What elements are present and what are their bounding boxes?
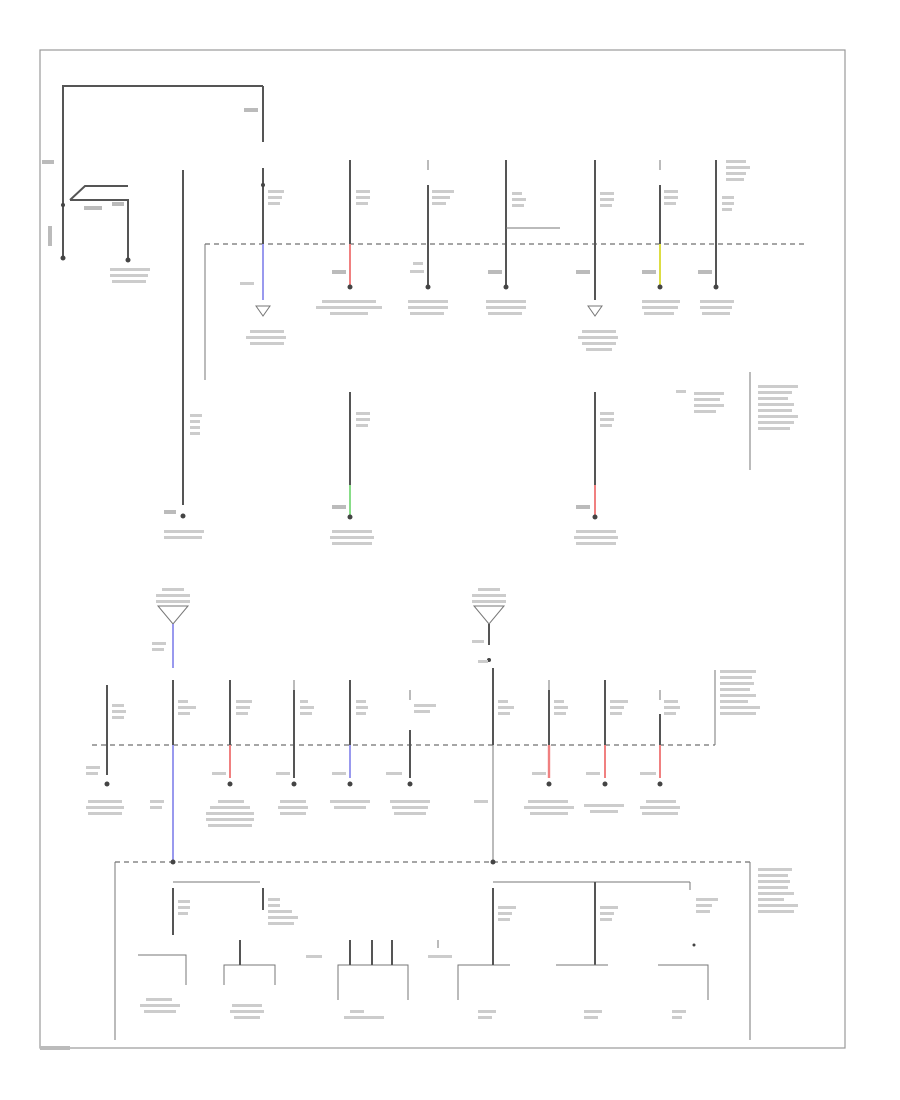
top-fuse-3 (408, 160, 454, 315)
footer-tag-box (40, 1046, 70, 1050)
battery-label-block (84, 206, 102, 210)
component-6 (658, 882, 718, 1019)
lower-fuse-5 (330, 680, 370, 809)
top-fuse-4 (486, 160, 560, 315)
top-fuse-2 (316, 160, 382, 315)
lower-fuse-9 (584, 680, 628, 813)
note-a (676, 372, 798, 470)
lower-fuse-3 (206, 680, 254, 827)
mid-fuse-2 (574, 392, 618, 545)
lower-fuse-10 (640, 690, 680, 815)
bottom-bus (114, 859, 798, 1040)
component-2 (223, 940, 276, 1019)
top-fuse-5 (576, 160, 618, 351)
lower-fuse-6 (386, 690, 436, 815)
diagram-frame (39, 49, 846, 1049)
lower-fuse-1 (86, 685, 126, 815)
lower-fuse-4 (276, 680, 314, 815)
lower-fuse-8 (524, 680, 574, 815)
bottom-group-left (172, 881, 298, 935)
component-4 (428, 888, 516, 1019)
lower-bus (92, 670, 760, 746)
lower-fuse-2 (150, 680, 196, 862)
lower-fuse-7 (474, 668, 514, 862)
component-3 (306, 940, 409, 1019)
splice-right (472, 588, 506, 663)
top-fuse-7 (698, 160, 750, 315)
splice-left (152, 588, 190, 668)
component-5 (493, 881, 690, 1019)
left-feed (164, 170, 204, 539)
top-fuse-6 (642, 160, 680, 315)
top-fuse-1 (240, 168, 286, 345)
component-1 (138, 954, 187, 1013)
battery-section (42, 85, 264, 283)
mid-fuse-1 (330, 392, 374, 545)
